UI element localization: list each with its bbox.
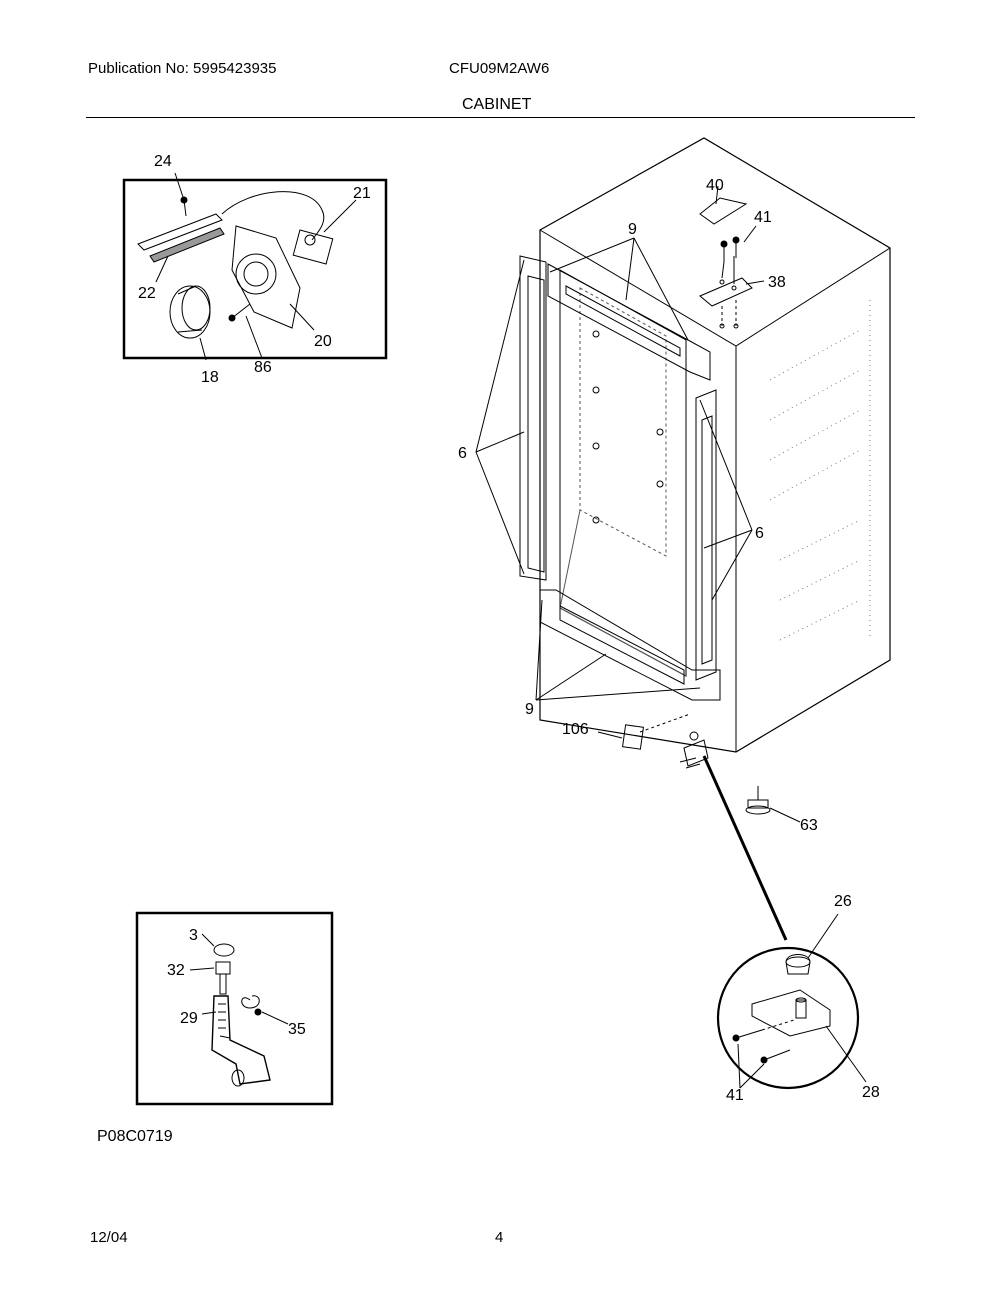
callout-21: 21 (353, 185, 371, 202)
callout-38: 38 (768, 274, 786, 291)
callout-28: 28 (862, 1084, 880, 1101)
callout-26: 26 (834, 893, 852, 910)
callout-63: 63 (800, 817, 818, 834)
callout-9-bottom: 9 (525, 701, 534, 718)
callout-29: 29 (180, 1010, 198, 1027)
callout-32: 32 (167, 962, 185, 979)
footer-date: 12/04 (90, 1229, 128, 1246)
callout-labels: 24 21 22 20 18 86 40 41 9 38 6 6 9 106 6… (138, 153, 880, 1104)
publication-number: Publication No: 5995423935 (88, 60, 277, 77)
figure-code: P08C0719 (97, 1128, 173, 1145)
cabinet-body (475, 137, 891, 941)
drain-tube-inset (135, 911, 334, 1106)
callout-40: 40 (706, 177, 724, 194)
lamp-assembly-inset (122, 172, 388, 361)
callout-6-left: 6 (458, 445, 467, 462)
bottom-hinge-detail (716, 913, 867, 1090)
header-rule (86, 117, 915, 118)
callout-20: 20 (314, 333, 332, 350)
callout-9-top: 9 (628, 221, 637, 238)
callout-106: 106 (562, 721, 589, 738)
callout-35: 35 (288, 1021, 306, 1038)
callout-41-bottom: 41 (726, 1087, 744, 1104)
callout-6-right: 6 (755, 525, 764, 542)
callout-22: 22 (138, 285, 156, 302)
callout-86: 86 (254, 359, 272, 376)
callout-24: 24 (154, 153, 172, 170)
callout-18: 18 (201, 369, 219, 386)
page-number: 4 (495, 1229, 504, 1246)
callout-41-top: 41 (754, 209, 772, 226)
section-title: CABINET (462, 96, 532, 113)
model-number: CFU09M2AW6 (449, 60, 550, 77)
callout-3: 3 (189, 927, 198, 944)
